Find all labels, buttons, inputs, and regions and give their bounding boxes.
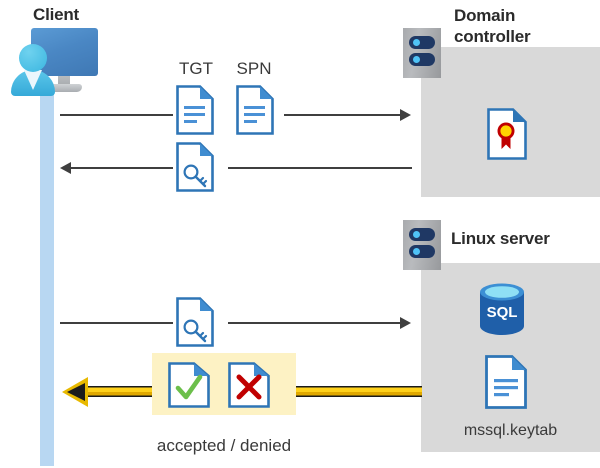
- user-collar-icon: [24, 70, 42, 90]
- message-4-gold-line-right: [296, 386, 422, 397]
- message-2-line-right: [228, 167, 412, 169]
- server-led-icon: [413, 248, 420, 255]
- linux-server-title: Linux server: [451, 229, 550, 248]
- message-2-line-left: [71, 167, 173, 169]
- domain-controller-server-rack-icon: [403, 28, 441, 78]
- message-2-key-document-icon: [176, 142, 214, 192]
- spn-document-icon: [236, 85, 274, 135]
- message-4-arrowhead: [62, 377, 88, 407]
- domain-controller-title: Domain controller: [454, 5, 600, 47]
- message-1-line-left: [60, 114, 173, 116]
- domain-controller-title-line2: controller: [454, 27, 531, 46]
- accepted-document-icon: [168, 362, 210, 408]
- server-pill-icon: [409, 245, 435, 258]
- monitor-base-icon: [47, 84, 82, 92]
- message-4-gold-line-left: [88, 386, 152, 397]
- message-1-line-right: [284, 114, 402, 116]
- domain-controller-title-line1: Domain: [454, 6, 516, 25]
- server-pill-icon: [409, 36, 435, 49]
- result-caption: accepted / denied: [156, 436, 292, 455]
- message-2-arrowhead: [60, 162, 71, 174]
- server-led-icon: [413, 39, 420, 46]
- client-title: Client: [33, 5, 80, 24]
- message-3-line-left: [60, 322, 173, 324]
- spn-label: SPN: [236, 59, 272, 78]
- tgt-label: TGT: [179, 59, 213, 78]
- client-desktop-user-icon: [8, 28, 103, 98]
- server-led-icon: [413, 231, 420, 238]
- server-led-icon: [413, 56, 420, 63]
- certificate-document-icon: [487, 108, 527, 160]
- keytab-filename-label: mssql.keytab: [463, 422, 558, 439]
- linux-server-server-rack-icon: [403, 220, 441, 270]
- client-lifeline: [40, 88, 54, 466]
- denied-document-icon: [228, 362, 270, 408]
- monitor-neck-icon: [58, 76, 70, 86]
- server-pill-icon: [409, 228, 435, 241]
- tgt-document-icon: [176, 85, 214, 135]
- message-3-key-document-icon: [176, 297, 214, 347]
- server-pill-icon: [409, 53, 435, 66]
- keytab-document-icon: [485, 355, 527, 409]
- message-1-arrowhead: [400, 109, 411, 121]
- sql-label: SQL: [487, 304, 518, 321]
- user-head-icon: [19, 44, 47, 72]
- message-3-arrowhead: [400, 317, 411, 329]
- message-3-line-right: [228, 322, 402, 324]
- sql-database-icon: SQL: [477, 281, 527, 337]
